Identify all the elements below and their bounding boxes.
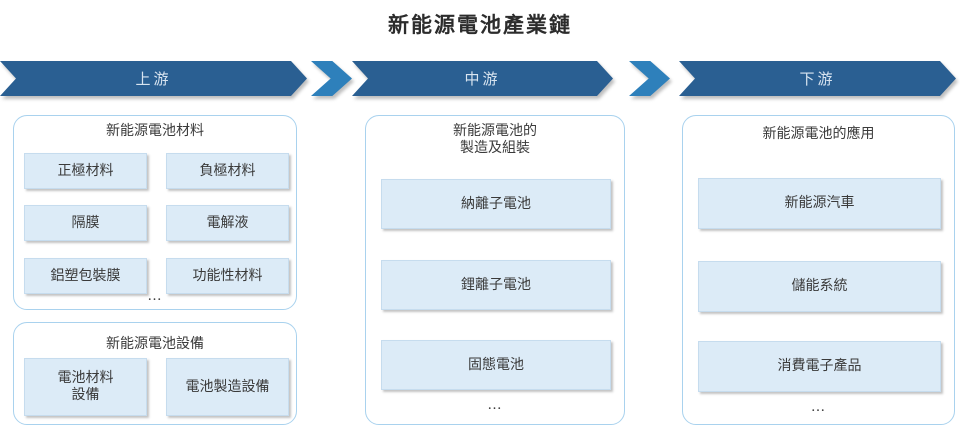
panel-battery-equipment: 新能源電池設備 電池材料 設備 電池製造設備 xyxy=(13,322,297,425)
ribbon-arrow-shape: 上游 xyxy=(0,61,307,96)
stage-band-row: 上游 中游 下游 xyxy=(0,61,960,96)
box-energy-storage-systems: 儲能系統 xyxy=(698,261,941,312)
box-cathode-materials: 正極材料 xyxy=(24,153,147,189)
stage-downstream-ribbon: 下游 xyxy=(679,61,956,96)
box-consumer-electronics: 消費電子產品 xyxy=(698,341,941,392)
ribbon-arrow-shape: 下游 xyxy=(679,61,956,96)
chevron-shape xyxy=(629,61,670,96)
page-title: 新能源電池產業鏈 xyxy=(388,13,572,37)
stage-midstream-ribbon: 中游 xyxy=(352,61,613,96)
panel-applications-title: 新能源電池的應用 xyxy=(762,127,875,142)
box-anode-materials: 負極材料 xyxy=(166,153,289,189)
box-battery-manufacturing-equipment: 電池製造設備 xyxy=(166,358,289,416)
panel-manufacturing-title: 新能源電池的 製造及組裝 xyxy=(453,124,537,156)
box-aluminum-plastic-film: 鋁塑包裝膜 xyxy=(24,258,147,294)
panel-battery-equipment-title: 新能源電池設備 xyxy=(106,337,204,352)
box-sodium-ion-battery: 納離子電池 xyxy=(381,179,611,229)
panel-battery-materials-title: 新能源電池材料 xyxy=(106,124,204,139)
panel-battery-manufacturing-assembly: 新能源電池的 製造及組裝 納離子電池 鋰離子電池 固態電池 ... xyxy=(365,115,625,425)
box-separator: 隔膜 xyxy=(24,205,147,241)
box-new-energy-vehicles: 新能源汽車 xyxy=(698,178,941,229)
panel-battery-applications: 新能源電池的應用 新能源汽車 儲能系統 消費電子產品 ... xyxy=(682,115,955,425)
ellipsis-more: ... xyxy=(147,288,163,304)
stage-upstream-label: 上游 xyxy=(135,72,172,88)
chevron-right-icon xyxy=(311,61,352,96)
chevron-shape xyxy=(311,61,352,96)
box-solid-state-battery: 固態電池 xyxy=(381,340,611,390)
stage-upstream-ribbon: 上游 xyxy=(0,61,307,96)
box-functional-materials: 功能性材料 xyxy=(166,258,289,294)
ellipsis-more: ... xyxy=(811,399,826,415)
stage-downstream-label: 下游 xyxy=(799,72,836,88)
chevron-right-icon xyxy=(629,61,670,96)
ellipsis-more: ... xyxy=(487,397,503,413)
box-lithium-ion-battery: 鋰離子電池 xyxy=(381,260,611,310)
panel-battery-materials: 新能源電池材料 正極材料 負極材料 隔膜 電解液 鋁塑包裝膜 功能性材料 ... xyxy=(13,115,297,310)
box-battery-material-equipment: 電池材料 設備 xyxy=(24,358,147,416)
ribbon-arrow-shape: 中游 xyxy=(352,61,613,96)
stage-midstream-label: 中游 xyxy=(464,72,501,88)
box-electrolyte: 電解液 xyxy=(166,205,289,241)
